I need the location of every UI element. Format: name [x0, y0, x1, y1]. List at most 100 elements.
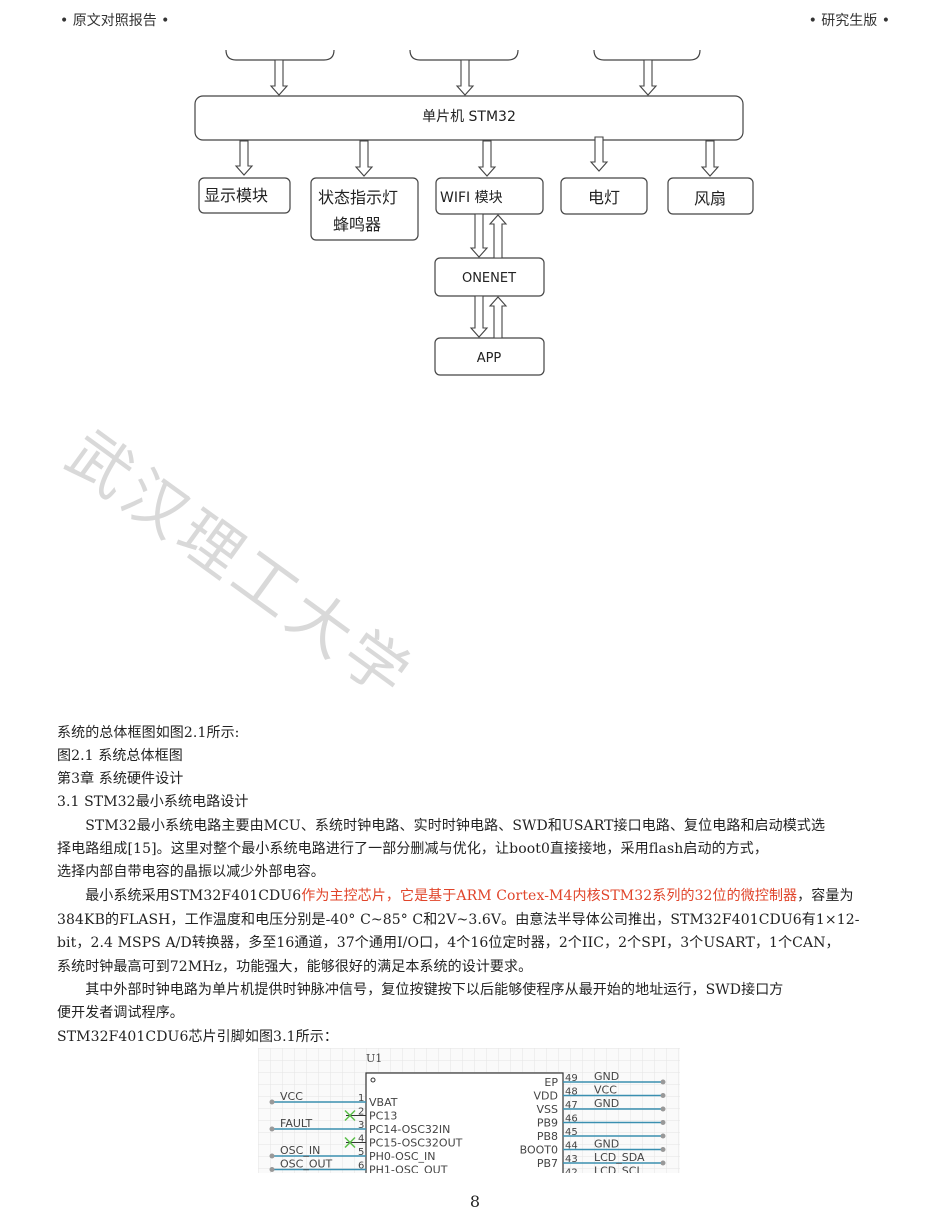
net-label: GND: [594, 1138, 619, 1151]
pin-number: 42: [565, 1168, 578, 1174]
arrow-down-icon: [269, 59, 289, 96]
header-right: • 研究生版 •: [808, 13, 890, 29]
pin-name: EP: [544, 1076, 558, 1089]
arrow-down-icon: [234, 140, 254, 176]
wire-end-dot: [660, 1160, 666, 1166]
arrow-down-icon: [455, 59, 475, 96]
pin-name: PB7: [537, 1157, 558, 1170]
app-box: [434, 337, 545, 376]
pin-number: 43: [565, 1154, 578, 1165]
arrow-down-icon: [469, 213, 489, 258]
text-line: 系统时钟最高可到72MHz，功能强大，能够很好的满足本系统的设计要求。: [57, 959, 533, 975]
text-line: bit，2.4 MSPS A/D转换器，多至16通道，37个通用I/O口，4个1…: [57, 935, 840, 951]
pin-number: 46: [565, 1114, 578, 1125]
arrow-down-icon: [477, 140, 497, 177]
pin-name: PC15-OSC32OUT: [369, 1137, 463, 1150]
pin-name: PH0-OSC_IN: [369, 1150, 435, 1163]
header-left: • 原文对照报告 •: [60, 13, 170, 29]
lamp-box: [560, 177, 648, 215]
lamp-label: 电灯: [588, 188, 620, 207]
net-label: VCC: [280, 1090, 303, 1103]
text-line: 384KB的FLASH，工作温度和电压分别是-40° C~85° C和2V~3.…: [57, 912, 860, 928]
pin-name: PB9: [537, 1117, 558, 1130]
pin-name: BOOT0: [520, 1144, 558, 1157]
pin-number: 44: [565, 1141, 578, 1152]
wire-end-dot: [660, 1106, 666, 1112]
net-label: GND: [594, 1097, 619, 1110]
no-connect-icon: [344, 1136, 356, 1149]
net-label: GND: [594, 1070, 619, 1083]
text-line: STM32最小系统电路主要由MCU、系统时钟电路、实时时钟电路、SWD和USAR…: [57, 818, 826, 834]
wifi-module-box: [435, 177, 544, 215]
status-buzzer-box: [310, 177, 419, 241]
pin-name: VDD: [534, 1090, 558, 1103]
pin1-marker: [370, 1077, 376, 1083]
net-label: LCD_SCL: [594, 1165, 643, 1174]
wifi-module-label: WIFI 模块: [440, 190, 503, 206]
chip-ref: U1: [366, 1052, 382, 1065]
pin-name: VBAT: [369, 1096, 398, 1109]
section-heading: 3.1 STM32最小系统电路设计: [57, 794, 249, 810]
arrow-down-icon: [589, 136, 609, 172]
wire-end-dot: [660, 1120, 666, 1125]
onenet-box: [434, 257, 545, 297]
pin-number: 6: [358, 1161, 364, 1172]
net-label: NRST: [280, 1171, 310, 1173]
wire-end-dot: [269, 1153, 275, 1159]
pin-number: 45: [565, 1127, 578, 1138]
wire-end-dot: [660, 1147, 666, 1152]
arrow-up-icon: [488, 296, 508, 339]
wire-end-dot: [660, 1133, 666, 1139]
wire-end-dot: [269, 1099, 275, 1105]
pin-name: PC13: [369, 1110, 397, 1123]
pin-name: PH1-OSC_OUT: [369, 1164, 448, 1174]
arrow-up-icon: [488, 214, 508, 259]
fan-label: 风扇: [694, 189, 726, 208]
top-input-box-2: [409, 49, 519, 61]
pin-number: 49: [565, 1073, 578, 1084]
text-line: STM32F401CDU6芯片引脚如图3.1所示：: [57, 1029, 338, 1045]
text-line: 择电路组成[15]。这里对整个最小系统电路进行了一部分删减与优化，让boot0直…: [57, 841, 768, 857]
text-line: 选择内部自带电容的晶振以减少外部电容。: [57, 864, 325, 880]
figure-caption: 图2.1 系统总体框图: [57, 748, 183, 764]
arrow-down-icon: [354, 140, 374, 177]
text-normal: ，容量为: [797, 888, 854, 904]
text-line: 系统的总体框图如图2.1所示:: [57, 725, 240, 741]
text-line: 便开发者调试程序。: [57, 1005, 184, 1021]
pin-name: PB8: [537, 1130, 558, 1143]
buzzer-label: 蜂鸣器: [333, 215, 381, 234]
chip-body: [365, 1072, 564, 1173]
system-block-diagram: 单片机 STM32 显示模块 状态指示灯 蜂鸣器 WIFI 模块 电灯 风扇 O…: [194, 49, 754, 376]
net-label: FAULT: [280, 1117, 313, 1130]
wire-end-dot: [660, 1079, 666, 1085]
display-module-box: [198, 177, 291, 214]
page-number: 8: [469, 1192, 481, 1211]
highlighted-text: 作为主控芯片，它是基于ARM Cortex-M4内核STM32系列的32位的微控…: [301, 888, 798, 904]
pin-number: 1: [358, 1093, 364, 1104]
wire-end-dot: [660, 1093, 666, 1098]
text-line: 最小系统采用STM32F401CDU6作为主控芯片，它是基于ARM Cortex…: [57, 886, 854, 906]
net-label: LCD_SDA: [594, 1151, 645, 1164]
pin-number: 2: [358, 1107, 364, 1118]
top-input-box-1: [225, 49, 335, 61]
wire-end-dot: [269, 1126, 275, 1132]
chapter-heading: 第3章 系统硬件设计: [57, 771, 184, 787]
no-connect-icon: [344, 1109, 356, 1122]
pin-number: 4: [358, 1134, 364, 1145]
pin-name: PC14-OSC32IN: [369, 1123, 450, 1136]
watermark: 武汉理工大学: [53, 416, 427, 716]
display-module-label: 显示模块: [204, 186, 268, 205]
fan-box: [667, 177, 754, 215]
wire-end-dot: [269, 1167, 275, 1172]
text-normal: 最小系统采用STM32F401CDU6: [57, 888, 302, 904]
net-label: VCC: [594, 1084, 617, 1097]
arrow-down-icon: [638, 59, 658, 96]
mcu-label: 单片机 STM32: [422, 109, 516, 125]
app-label: APP: [477, 351, 502, 366]
arrow-down-icon: [469, 295, 489, 338]
pin-number: 48: [565, 1087, 578, 1098]
mcu-box: [194, 95, 744, 141]
net-label: OSC_IN: [280, 1144, 320, 1157]
pin-number: 47: [565, 1100, 578, 1111]
